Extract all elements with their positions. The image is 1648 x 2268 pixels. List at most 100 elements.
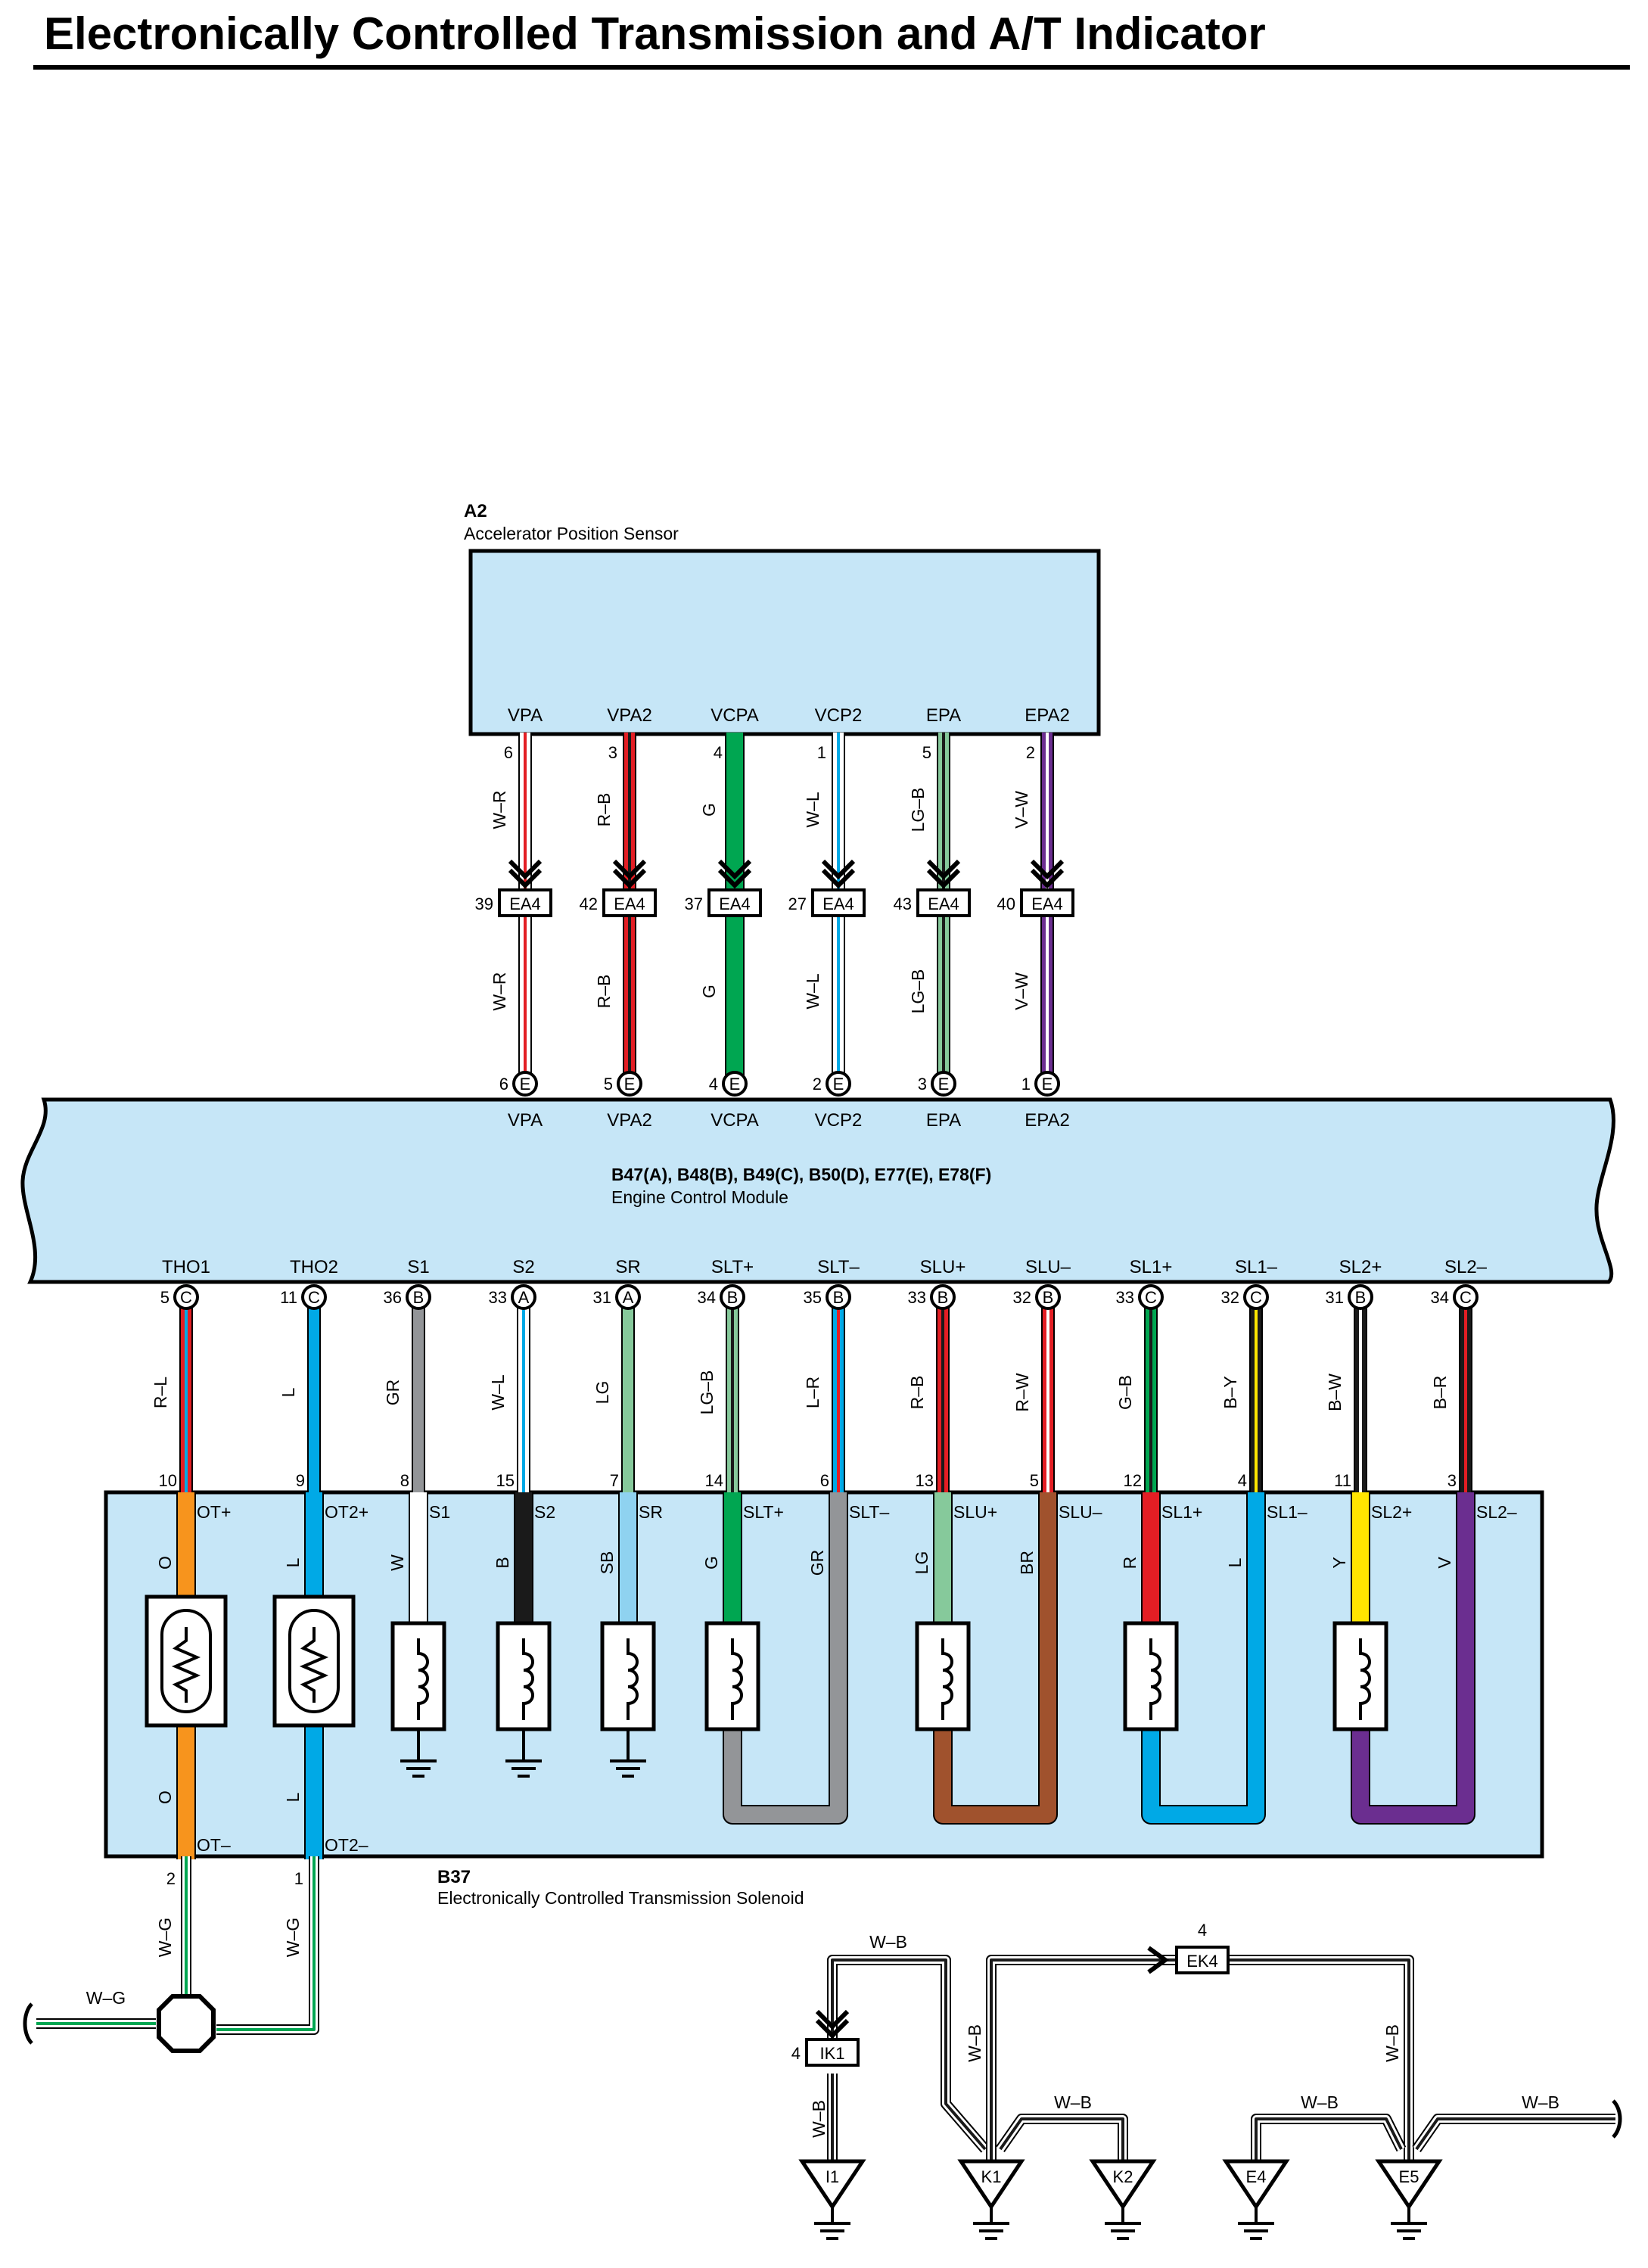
connector-arrow [1147, 1946, 1170, 1974]
a2-pin-number: 4 [714, 743, 723, 762]
connector-arrow [1030, 859, 1065, 880]
b37-pin-number: 7 [610, 1471, 619, 1490]
ecm-pin-slu+ [930, 1284, 956, 1310]
wire-color-code: L [278, 1387, 298, 1397]
ik1-pin-number: 4 [791, 2044, 801, 2063]
wire-color-code: G–B [1115, 1375, 1135, 1410]
ecm-pin-number: 1 [1021, 1075, 1031, 1094]
wire-w-b-e5-stripe [1214, 1958, 1410, 2164]
internal-color-code: G [701, 1556, 721, 1570]
ecm-pin-number: 4 [709, 1075, 718, 1094]
splice-junction [157, 1994, 216, 2053]
ecm-pin-slu– [1035, 1284, 1061, 1310]
wire-color-code: B–W [1325, 1374, 1345, 1411]
wire-w-b-e4-stripe [1255, 2117, 1403, 2164]
coil-winding [627, 1638, 639, 1720]
wire-color-code: W–L [488, 1374, 508, 1411]
ecm-pin-number: 6 [499, 1075, 508, 1094]
connector-arrow [926, 868, 961, 889]
wire-break [1612, 2099, 1622, 2139]
b37-pin-number: 8 [400, 1471, 409, 1490]
wire-color-code: W–B [869, 1932, 907, 1952]
a2-pin-number: 1 [817, 743, 826, 762]
ea4-pin-number: 37 [685, 894, 703, 913]
wire-color-code: B–Y [1220, 1376, 1240, 1408]
ecm-terminal-label: VCP2 [815, 1110, 863, 1131]
connector-arrow [612, 868, 647, 889]
b37-out-pin: 2 [166, 1869, 176, 1888]
connector-arrow [821, 859, 856, 880]
ecm-pin-epa2-letter: E [1042, 1075, 1053, 1094]
return-loop-slu– [934, 1492, 1056, 1823]
b37-pin-number: 3 [1447, 1471, 1457, 1490]
wire-color-code: W–R [490, 972, 509, 1010]
ecm-pin-vpa2-letter: E [624, 1075, 636, 1094]
ecm-pin-vcp2-letter: E [833, 1075, 844, 1094]
internal-color-code: L [283, 1792, 303, 1802]
wire-color-code: W–L [803, 973, 822, 1010]
ea4-pin-number: 43 [894, 894, 912, 913]
ecm-pin-tho2 [301, 1284, 327, 1310]
ea4-label: EA4 [719, 894, 751, 913]
ecm-pin-number: 32 [1221, 1288, 1239, 1307]
ecm-pin-number: 2 [813, 1075, 822, 1094]
wire-w-b-k2-stripe [999, 2117, 1124, 2164]
connector-arrow [717, 868, 752, 889]
ground-point-k1 [957, 2159, 1025, 2210]
wire-color-code: W–L [803, 792, 822, 828]
ecm-pin-slu+-letter: B [937, 1288, 949, 1307]
thermistor-zigzag [299, 1627, 329, 1703]
internal-color-code: B [493, 1557, 512, 1568]
a2-terminal-label: VCP2 [815, 705, 863, 726]
ecm-pin-number: 33 [908, 1288, 926, 1307]
wire-color-code: R–B [594, 975, 614, 1009]
b37-terminal-label: OT– [197, 1835, 231, 1855]
internal-color-code: GR [807, 1550, 827, 1576]
return-loop-sl2– [1352, 1492, 1474, 1823]
ea4-connector [602, 888, 657, 917]
ecm-pin-sr [615, 1284, 641, 1310]
wire-color-code: W–B [1054, 2092, 1092, 2112]
ecm-terminal-label: SL1+ [1130, 1257, 1173, 1277]
wire-color-code: B–R [1430, 1376, 1450, 1410]
a2-name: Accelerator Position Sensor [464, 524, 679, 543]
ecm-pin-sl2– [1453, 1284, 1479, 1310]
b37-terminal-label: S1 [429, 1502, 450, 1522]
ecm-pin-sl1+-letter: C [1145, 1288, 1157, 1307]
wire-w-b-e5 [1214, 1956, 1413, 2164]
internal-color-code: L [1225, 1557, 1245, 1567]
ea4-connector [1020, 888, 1074, 917]
wire-color-code: R–B [594, 793, 614, 827]
coil-winding [1359, 1638, 1371, 1720]
ecm-pin-vpa [512, 1071, 538, 1097]
a2-pin-number: 3 [608, 743, 617, 762]
b37-terminal-label: SLT+ [743, 1502, 784, 1522]
wire-color-code: V–W [1012, 791, 1031, 829]
ecm-pin-number: 5 [604, 1075, 613, 1094]
wire-color-code: G [699, 985, 719, 998]
ecm-codes: B47(A), B48(B), B49(C), B50(D), E77(E), … [611, 1165, 991, 1184]
a2-terminal-label: EPA [926, 705, 961, 726]
ea4-connector [916, 888, 971, 917]
wire-color-code: W–G [283, 1918, 303, 1957]
ecm-pin-vcpa [722, 1071, 748, 1097]
ek4-pin-number: 4 [1198, 1921, 1207, 1940]
b37-terminal-label: SL1+ [1161, 1502, 1202, 1522]
b37-terminal-label: S2 [534, 1502, 555, 1522]
ecm-pin-vpa-letter: E [520, 1075, 531, 1094]
wire-break [23, 2002, 33, 2045]
ecm-pin-number: 36 [384, 1288, 402, 1307]
a2-pin-number: 6 [504, 743, 513, 762]
ecm-terminal-label: SLT– [817, 1257, 860, 1277]
page-title: Electronically Controlled Transmission a… [44, 8, 1266, 59]
ea4-pin-number: 42 [580, 894, 598, 913]
ea4-connector [498, 888, 552, 917]
thermistor-zigzag [171, 1627, 201, 1703]
ecm-terminal-label: S2 [512, 1257, 534, 1277]
connector-arrow [815, 2009, 850, 2030]
wire-color-code: R–B [907, 1376, 927, 1410]
ground-point-label: E5 [1399, 2167, 1419, 2186]
ik1-connector [805, 2038, 860, 2067]
wire-color-code: W–B [809, 2100, 829, 2138]
